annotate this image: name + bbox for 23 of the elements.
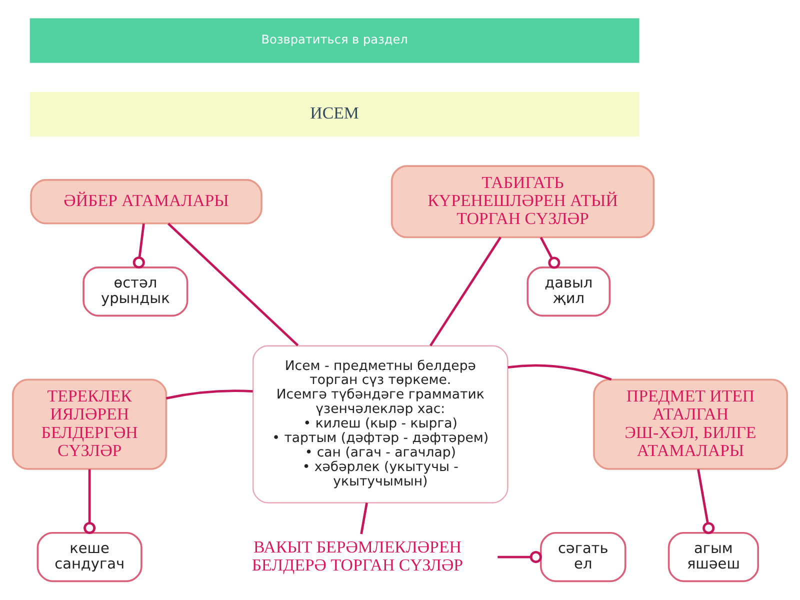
node-box: ТЕРЕКЛЕК ИЯЛӘРЕН БЕЛДЕРГӘН СҮЗЛӘР <box>12 378 168 470</box>
connector <box>540 236 560 269</box>
connector <box>429 236 502 346</box>
node-box: давыл җил <box>526 266 611 317</box>
connector <box>508 364 612 381</box>
node-box: кеше сандугач <box>36 532 142 582</box>
node-box: сәгать ел <box>540 532 626 582</box>
node-box: Возвратиться в раздел <box>30 18 640 63</box>
connector <box>360 502 368 534</box>
node-box: ИСЕМ <box>30 92 640 136</box>
connector <box>84 469 96 534</box>
connector <box>167 222 299 346</box>
node-text: ВАКЫТ БЕРӘМЛЕКЛӘРЕН БЕЛДЕРӘ ТОРГАН СҮЗЛӘР <box>252 537 464 575</box>
node-box: өстәл урындык <box>82 266 188 317</box>
connector <box>166 390 253 400</box>
node-box: Исем - предметны белдерә торган сүз төркеме. Исемгә түбәндәге грамматик үзенчәлекләр хас: • килеш (кыр - кырга) • тартым (дәфтәр - дәфтәрем) • сан (агач - агачлар) • хәбәрлек (укытучы - укытучымын) <box>252 345 508 504</box>
node-box: ӘЙБЕР АТАМАЛАРЫ <box>30 179 262 224</box>
connector <box>498 551 542 564</box>
node-box: агым яшәеш <box>668 532 759 582</box>
connector <box>132 223 145 269</box>
connector <box>697 469 715 534</box>
node-box: ПРЕДМЕТ ИТЕП АТАЛГАН ЭШ-ХӘЛ, БИЛГЕ АТАМАЛАРЫ <box>593 378 788 470</box>
node-box: ТАБИГАТЬ КҮРЕНЕШЛӘРЕН АТЫЙ ТОРГАН СҮЗЛӘР <box>390 165 655 238</box>
